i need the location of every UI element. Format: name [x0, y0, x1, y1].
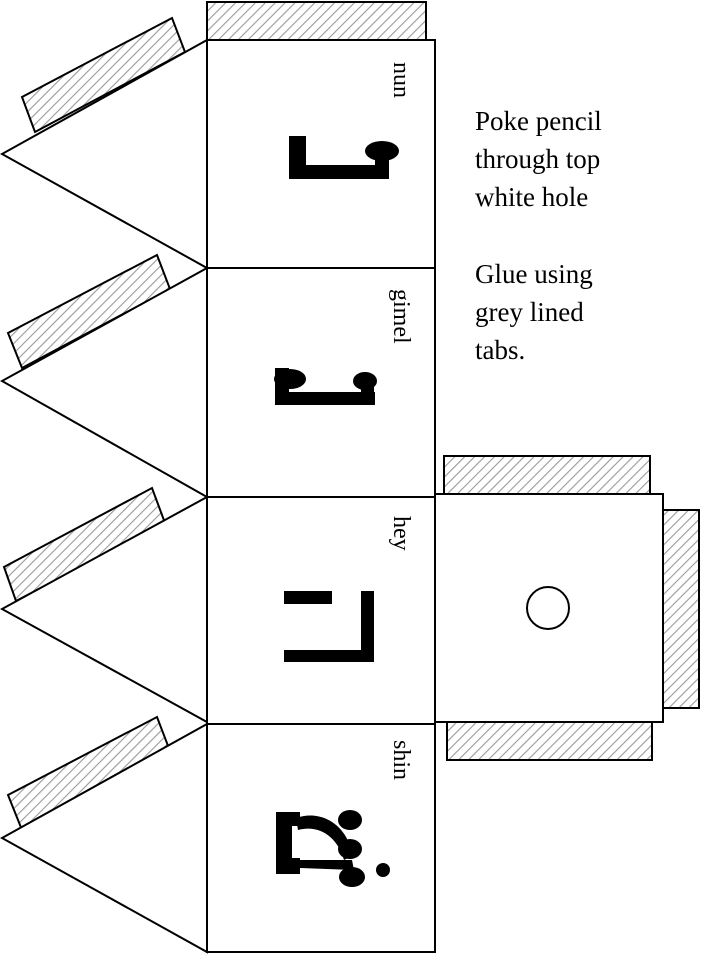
face-nun: nun: [206, 39, 436, 269]
hebrew-letter-shin: [276, 810, 390, 887]
instruction-pencil: Poke pencil through top white hole: [475, 102, 602, 216]
face-shin: shin: [206, 723, 436, 953]
face-label: nun: [388, 62, 414, 98]
flap-2: [0, 253, 208, 499]
face-panel: [206, 267, 436, 498]
face-panel: [206, 496, 436, 725]
face-label: gimel: [388, 289, 414, 344]
hebrew-letter-hey: [284, 591, 374, 662]
pencil-hole: [526, 586, 570, 630]
face-hey: hey: [206, 496, 436, 725]
face-gimel: gimel: [206, 267, 436, 498]
instruction-glue: Glue using grey lined tabs.: [475, 255, 593, 369]
face-label: hey: [388, 516, 414, 551]
face-panel: [206, 723, 436, 953]
instruction-line: through top: [475, 144, 601, 174]
flap-1: [0, 16, 208, 270]
glue-tab-square-bottom: [446, 721, 653, 761]
hebrew-letter-nun: [289, 136, 399, 179]
hebrew-letter-gimel: [274, 368, 377, 405]
flap-3: [0, 486, 208, 724]
glue-tab-square-right: [662, 509, 700, 709]
instruction-line: Poke pencil: [475, 106, 602, 136]
instruction-line: white hole: [475, 182, 589, 212]
instruction-line: Glue using: [475, 259, 593, 289]
top-square-assembly: [434, 455, 700, 761]
face-label: shin: [388, 740, 414, 780]
instruction-line: tabs.: [475, 335, 526, 365]
glue-tab-top: [206, 1, 427, 41]
glue-tab-square-top: [443, 455, 651, 495]
instruction-line: grey lined: [475, 297, 584, 327]
flap-4: [0, 715, 208, 954]
